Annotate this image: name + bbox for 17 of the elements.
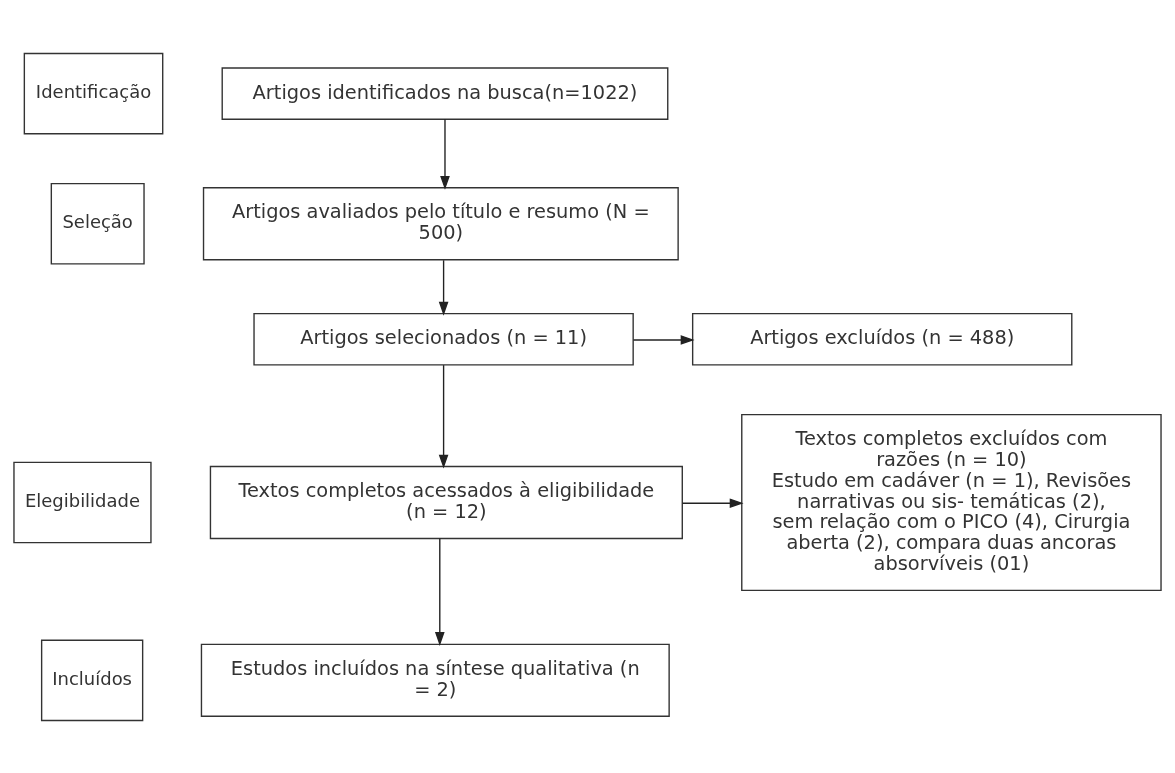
arrow <box>440 118 450 190</box>
node-box: Identificação <box>23 52 164 134</box>
arrow <box>438 259 449 316</box>
node-box: Artigos selecionados (n = 11) <box>253 312 634 366</box>
node-box: Textos completos excluídos com razões (n = 10) Estudo em cadáver (n = 1), Revisões narrativas ou sis- temáticas (2), sem relação com o PICO (4), Cirurgia aberta (2), compara duas ancoras absorvíveis (01) <box>741 413 1162 591</box>
node-box: Elegibilidade <box>13 461 152 543</box>
node-box: Artigos excluídos (n = 488) <box>691 312 1073 366</box>
arrow <box>434 537 445 646</box>
arrow <box>632 334 695 345</box>
node-box: Artigos avaliados pelo título e resumo (N = 500) <box>202 186 679 260</box>
arrow <box>438 363 449 469</box>
node-box: Textos completos acessados à eligibilidade (n = 12) <box>209 465 683 539</box>
arrow <box>681 497 744 508</box>
node-box: Estudos incluídos na síntese qualitativa (n = 2) <box>200 643 670 717</box>
node-box: Seleção <box>50 182 145 265</box>
node-box: Artigos identificados na busca(n=1022) <box>221 66 669 120</box>
node-box: Incluídos <box>40 639 144 721</box>
